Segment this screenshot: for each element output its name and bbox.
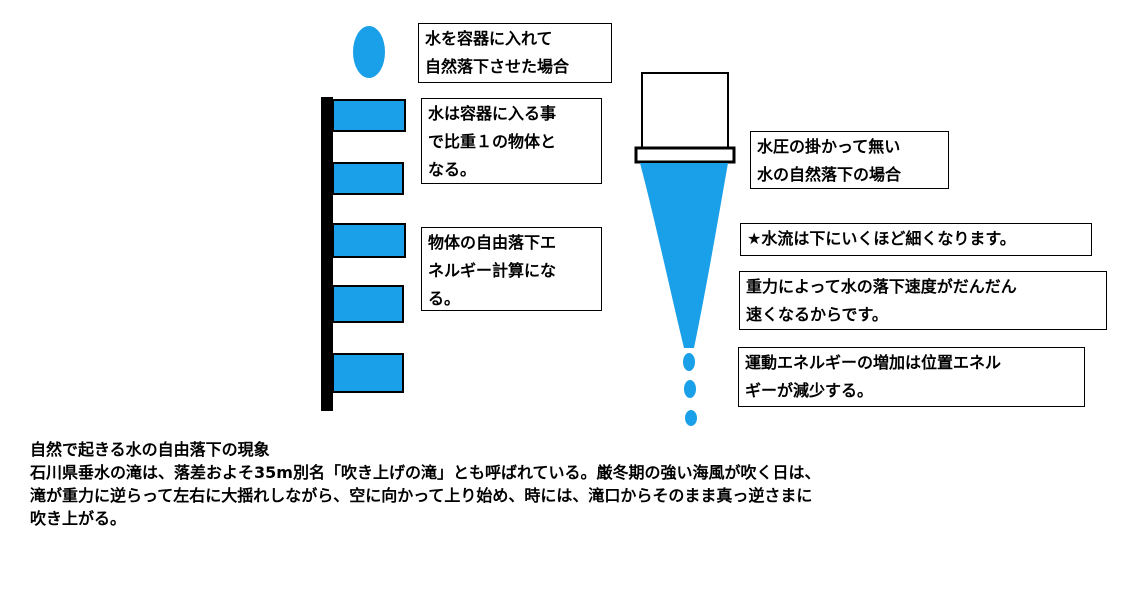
label-density: 水は容器に入る事 で比重１の物体と なる。: [421, 98, 602, 184]
water-container: [332, 99, 406, 132]
note-narrowing: ★水流は下にいくほど細くなります。: [740, 223, 1092, 256]
note-speed: 重力によって水の落下速度がだんだん 速くなるからです。: [739, 271, 1107, 330]
water-container: [332, 162, 404, 195]
water-stream: [640, 163, 728, 348]
caption: 自然で起きる水の自由落下の現象 石川県垂水の滝は、落差およそ35m別名「吹き上げ…: [30, 438, 1110, 530]
water-drop: [353, 26, 385, 78]
label-energy: 物体の自由落下エ ネルギー計算にな る。: [421, 227, 602, 311]
container-wall: [321, 97, 333, 411]
container-stack: [332, 99, 406, 393]
label-drop: 水を容器に入れて 自然落下させた場合: [418, 23, 612, 83]
water-droplet: [685, 410, 697, 426]
water-container: [332, 285, 404, 323]
water-droplet: [684, 380, 696, 398]
water-droplet: [683, 353, 695, 371]
caption-title: 自然で起きる水の自由落下の現象: [30, 440, 270, 459]
water-container: [332, 353, 404, 393]
note-energy-conversion: 運動エネルギーの増加は位置エネル ギーが減少する。: [738, 347, 1085, 407]
container-outlet: [634, 146, 736, 164]
top-container: [641, 72, 729, 150]
label-free-fall: 水圧の掛かって無い 水の自然落下の場合: [750, 131, 949, 189]
water-container: [332, 223, 406, 258]
caption-line: 吹き上がる。: [30, 509, 127, 528]
caption-line: 滝が重力に逆らって左右に大揺れしながら、空に向かって上り始め、時には、滝口からそ…: [30, 486, 813, 505]
caption-line: 石川県垂水の滝は、落差およそ35m別名「吹き上げの滝」とも呼ばれている。厳冬期の…: [30, 463, 821, 482]
